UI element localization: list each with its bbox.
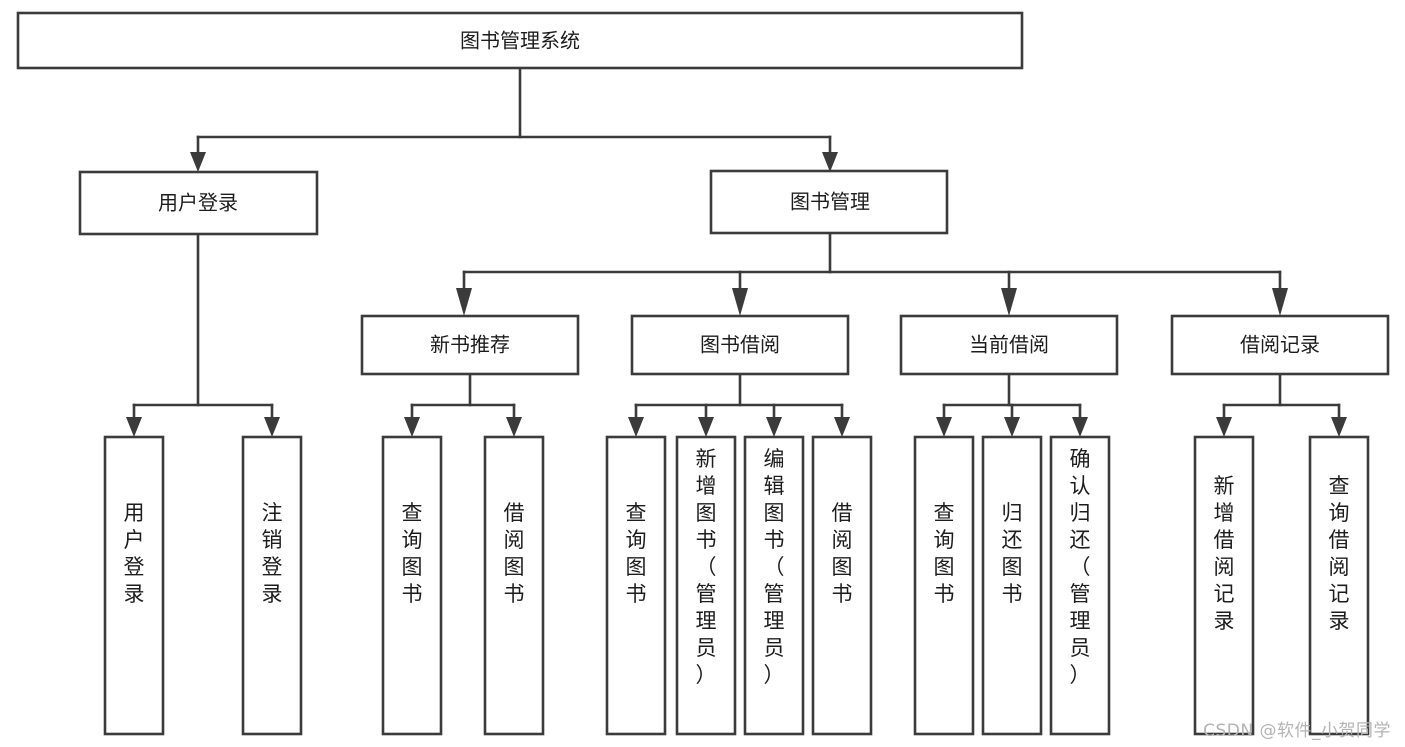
node-current-borrow[interactable]: 当前借阅	[899, 314, 1119, 376]
node-leaf-query-book-1-box[interactable]	[381, 435, 443, 736]
node-leaf-query-record-label: 查询借阅记录	[1329, 474, 1350, 633]
arrow-head-leaf-return-book	[1004, 417, 1020, 437]
node-borrow-record[interactable]: 借阅记录	[1170, 314, 1390, 376]
node-current-borrow-box[interactable]	[899, 314, 1119, 376]
arrow-head-leaf-borrow-book-2	[834, 417, 850, 437]
arrow-head-borrow-record	[1272, 288, 1288, 316]
node-leaf-borrow-book-1-box[interactable]	[483, 435, 545, 736]
node-root-box[interactable]	[16, 11, 1024, 70]
node-leaf-query-book-1[interactable]: 查询图书	[381, 435, 443, 736]
arrow-head-book-borrow	[732, 288, 748, 316]
node-user-login-box[interactable]	[78, 170, 319, 236]
node-leaf-query-record-box[interactable]	[1308, 435, 1370, 736]
arrow-head-book-manage	[822, 152, 838, 172]
arrow-head-leaf-query-record	[1331, 417, 1347, 437]
node-user-login-label: 用户登录	[158, 191, 238, 215]
node-book-borrow-box[interactable]	[630, 314, 850, 376]
arrow-head-leaf-add-record	[1216, 417, 1232, 437]
node-book-borrow-label: 图书借阅	[700, 333, 780, 357]
node-leaf-add-record-box[interactable]	[1193, 435, 1255, 736]
arrow-head-leaf-edit-book	[766, 417, 782, 437]
node-current-borrow-label: 当前借阅	[969, 333, 1049, 357]
node-leaf-return-book-box[interactable]	[981, 435, 1043, 736]
node-leaf-edit-book-box[interactable]	[743, 435, 805, 736]
arrow-head-user-login	[190, 152, 206, 172]
node-book-borrow[interactable]: 图书借阅	[630, 314, 850, 376]
node-leaf-borrow-book-1-label: 借阅图书	[504, 501, 525, 606]
node-leaf-logout-label: 注销登录	[262, 501, 283, 606]
connector-layer	[126, 66, 1347, 437]
node-leaf-query-book-2-label: 查询图书	[626, 501, 647, 606]
arrow-head-leaf-add-book	[698, 417, 714, 437]
node-leaf-add-record[interactable]: 新增借阅记录	[1193, 435, 1255, 736]
node-root[interactable]: 图书管理系统	[16, 11, 1024, 70]
arrow-head-leaf-user-login	[126, 417, 142, 437]
arrow-head-leaf-confirm-return	[1072, 417, 1088, 437]
node-root-label: 图书管理系统	[460, 29, 580, 53]
arrow-head-leaf-logout	[264, 417, 280, 437]
node-leaf-confirm-return-box[interactable]	[1049, 435, 1111, 736]
node-leaf-add-record-label: 新增借阅记录	[1214, 474, 1235, 633]
node-leaf-query-record[interactable]: 查询借阅记录	[1308, 435, 1370, 736]
node-leaf-user-login[interactable]: 用户登录	[103, 435, 165, 736]
node-borrow-record-box[interactable]	[1170, 314, 1390, 376]
node-leaf-borrow-book-1[interactable]: 借阅图书	[483, 435, 545, 736]
node-leaf-borrow-book-2-box[interactable]	[811, 435, 873, 736]
arrow-head-leaf-borrow-book-1	[506, 417, 522, 437]
leaf-layer: 用户登录 注销登录 查询图书 借阅图书 查询图书 新增图书（管理员）	[103, 435, 1370, 736]
node-new-book-rec-box[interactable]	[360, 314, 580, 376]
arrow-head-leaf-query-book-2	[628, 417, 644, 437]
node-leaf-confirm-return[interactable]: 确认归还（管理员）	[1049, 435, 1111, 736]
node-leaf-borrow-book-2-label: 借阅图书	[832, 501, 853, 606]
node-book-manage[interactable]: 图书管理	[709, 169, 949, 235]
node-new-book-rec-label: 新书推荐	[430, 333, 510, 357]
node-leaf-add-book[interactable]: 新增图书（管理员）	[675, 435, 737, 736]
node-leaf-add-book-box[interactable]	[675, 435, 737, 736]
node-user-login[interactable]: 用户登录	[78, 170, 319, 236]
node-leaf-user-login-label: 用户登录	[124, 501, 145, 606]
arrow-head-new-book-rec	[456, 288, 472, 316]
node-book-manage-label: 图书管理	[790, 190, 870, 214]
node-new-book-rec[interactable]: 新书推荐	[360, 314, 580, 376]
node-leaf-return-book-label: 归还图书	[1002, 501, 1023, 606]
node-leaf-edit-book-label: 编辑图书（管理员）	[764, 447, 785, 687]
node-leaf-query-book-2-box[interactable]	[605, 435, 667, 736]
node-book-manage-box[interactable]	[709, 169, 949, 235]
node-leaf-logout[interactable]: 注销登录	[241, 435, 303, 736]
node-leaf-confirm-return-label: 确认归还（管理员）	[1070, 447, 1091, 687]
node-leaf-query-book-3-box[interactable]	[913, 435, 975, 736]
node-borrow-record-label: 借阅记录	[1240, 333, 1320, 357]
node-leaf-return-book[interactable]: 归还图书	[981, 435, 1043, 736]
arrow-head-leaf-query-book-3	[936, 417, 952, 437]
node-leaf-borrow-book-2[interactable]: 借阅图书	[811, 435, 873, 736]
node-leaf-query-book-3-label: 查询图书	[934, 501, 955, 606]
node-leaf-query-book-1-label: 查询图书	[402, 501, 423, 606]
node-leaf-query-book-3[interactable]: 查询图书	[913, 435, 975, 736]
arrow-head-leaf-query-book-1	[404, 417, 420, 437]
node-leaf-logout-box[interactable]	[241, 435, 303, 736]
node-leaf-edit-book[interactable]: 编辑图书（管理员）	[743, 435, 805, 736]
node-leaf-add-book-label: 新增图书（管理员）	[696, 447, 717, 687]
node-leaf-user-login-box[interactable]	[103, 435, 165, 736]
arrow-head-current-borrow	[1001, 288, 1017, 316]
node-leaf-query-book-2[interactable]: 查询图书	[605, 435, 667, 736]
